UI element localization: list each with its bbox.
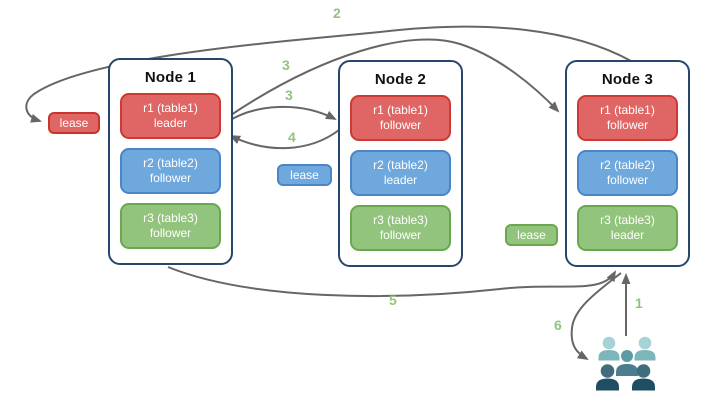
replica-role: follower [606, 118, 649, 132]
replica-role: follower [379, 118, 422, 132]
node-3-title: Node 3 [601, 71, 654, 88]
step-label-3a: 3 [282, 57, 290, 73]
replica-name: r1 (table1) [143, 101, 198, 115]
replica-role: follower [606, 173, 649, 187]
node-2: Node 2 r1 (table1) follower r2 (table2) … [338, 60, 463, 267]
replica-name: r1 (table1) [600, 103, 655, 117]
replica-role: leader [383, 173, 418, 187]
replica-name: r1 (table1) [373, 103, 428, 117]
node-1-title: Node 1 [144, 69, 197, 86]
replica-role: leader [610, 228, 645, 242]
lease-label-table2: lease [277, 164, 332, 186]
replica-role: follower [379, 228, 422, 242]
replica-name: r3 (table3) [373, 213, 428, 227]
arrow-step-4 [229, 129, 340, 150]
arrow-step-3-short [226, 105, 337, 123]
replica-name: r3 (table3) [600, 213, 655, 227]
replica-role: follower [149, 226, 192, 240]
node-2-replica-r2: r2 (table2) leader [350, 150, 451, 196]
lease-label-table1: lease [48, 112, 100, 134]
node-1-replica-r1: r1 (table1) leader [120, 93, 221, 139]
step-label-2: 2 [333, 5, 341, 21]
node-1-replica-r2: r2 (table2) follower [120, 148, 221, 194]
step-label-4: 4 [288, 129, 296, 145]
replica-role: follower [149, 171, 192, 185]
step-label-6: 6 [554, 317, 562, 333]
node-1: Node 1 r1 (table1) leader r2 (table2) fo… [108, 58, 233, 265]
node-2-replica-r1: r1 (table1) follower [350, 95, 451, 141]
replica-role: leader [153, 116, 188, 130]
node-1-replica-r3: r3 (table3) follower [120, 203, 221, 249]
node-2-title: Node 2 [374, 71, 427, 88]
step-label-1: 1 [635, 295, 643, 311]
step-label-3b: 3 [285, 87, 293, 103]
replica-name: r3 (table3) [143, 211, 198, 225]
step-label-5: 5 [389, 292, 397, 308]
node-3-replica-r2: r2 (table2) follower [577, 150, 678, 196]
replica-name: r2 (table2) [373, 158, 428, 172]
replica-name: r2 (table2) [600, 158, 655, 172]
replica-name: r2 (table2) [143, 156, 198, 170]
users-group-icon [596, 336, 656, 391]
node-3-replica-r1: r1 (table1) follower [577, 95, 678, 141]
lease-label-table3: lease [505, 224, 558, 246]
node-2-replica-r3: r3 (table3) follower [350, 205, 451, 251]
node-3-replica-r3: r3 (table3) leader [577, 205, 678, 251]
node-3: Node 3 r1 (table1) follower r2 (table2) … [565, 60, 690, 267]
